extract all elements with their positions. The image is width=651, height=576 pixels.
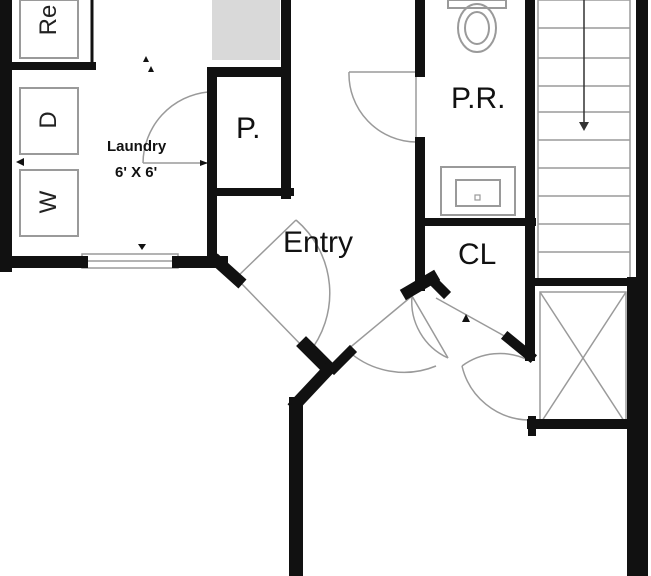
staircase — [537, 0, 631, 281]
dryer-label: D — [35, 111, 62, 129]
pantry-label: P. — [236, 112, 261, 145]
door-swings — [142, 71, 529, 421]
laundry-label: Laundry — [107, 138, 167, 155]
shaded-block — [212, 0, 280, 60]
refrigerator-label: Re — [35, 4, 62, 36]
powder-room-label: P.R. — [451, 82, 506, 115]
laundry-size-label: 6' X 6' — [115, 164, 158, 181]
shaft-box — [539, 291, 627, 425]
washer-label: W — [35, 190, 62, 214]
closet-label: CL — [458, 238, 497, 271]
toilet-icon — [447, 0, 507, 53]
markers — [16, 56, 470, 322]
appliance-outlines — [19, 0, 79, 237]
sink-icon — [440, 166, 516, 216]
window — [81, 253, 179, 269]
entry-label: Entry — [283, 226, 354, 259]
